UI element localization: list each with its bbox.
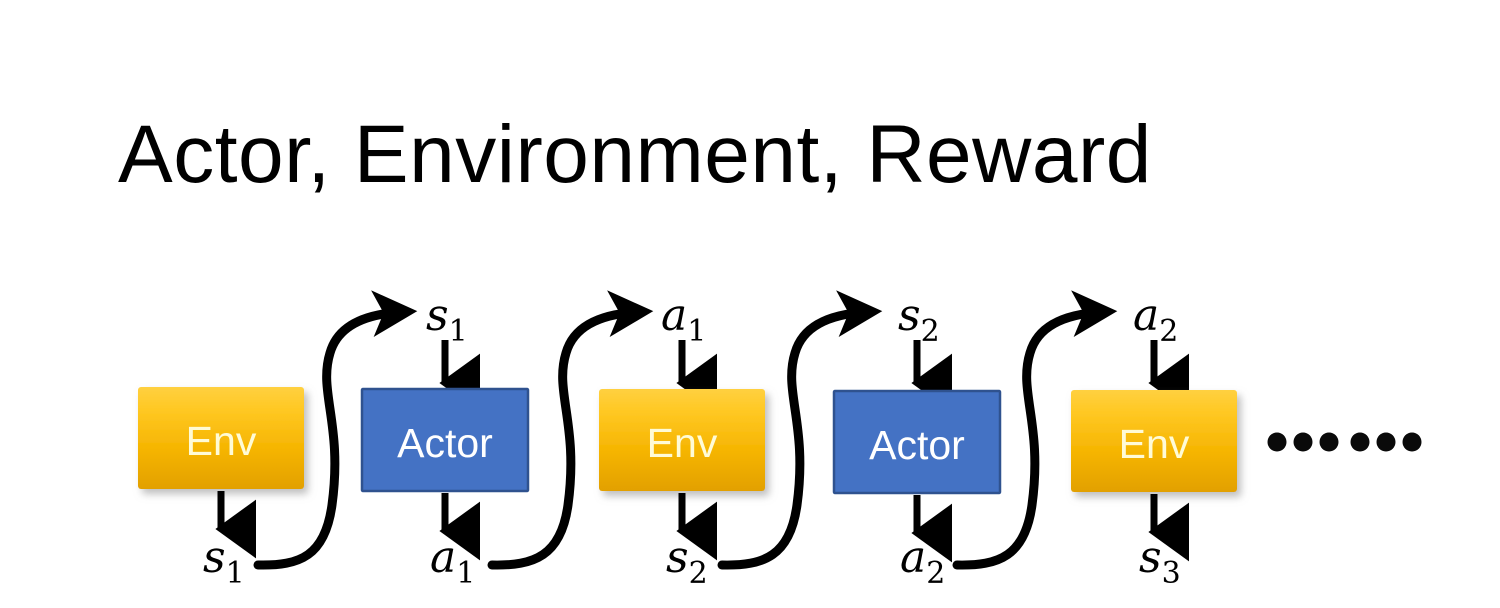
pipeline-boxes: Env Actor Env Actor Env — [138, 387, 1237, 495]
box-env-2-rect[interactable] — [599, 389, 765, 491]
curve-a1-to-env2 — [487, 290, 654, 570]
sequence-continues-ellipsis — [1267, 432, 1422, 452]
box-env-3-label: Env — [1119, 421, 1190, 467]
ellipsis-dot — [1293, 432, 1313, 452]
label-top-s1: s1 — [426, 290, 468, 349]
label-top-s2: s2 — [898, 290, 940, 349]
label-bottom-s2: s2 — [666, 532, 708, 591]
ellipsis-dot — [1319, 432, 1339, 452]
ellipsis-dot — [1402, 432, 1422, 452]
ellipsis-dot — [1350, 432, 1370, 452]
box-env-1-label: Env — [186, 418, 257, 464]
downward-arrows-out-of-boxes — [215, 491, 1189, 563]
label-top-a1: a1 — [661, 290, 706, 349]
box-env-2-label: Env — [647, 420, 718, 466]
box-env-3-rect[interactable] — [1071, 390, 1237, 492]
top-signal-labels: s1 a1 s2 a2 — [426, 290, 1178, 349]
feedback-curves — [253, 290, 1118, 570]
box-actor-1-rect[interactable] — [360, 387, 530, 493]
curve-s2-to-actor2 — [717, 290, 883, 570]
curve-s1-to-actor1 — [253, 290, 418, 570]
label-bottom-a2: a2 — [900, 532, 945, 591]
label-bottom-a1: a1 — [430, 532, 475, 591]
ellipsis-dot — [1267, 432, 1287, 452]
box-actor-1[interactable]: Actor — [360, 387, 530, 493]
box-actor-1-label: Actor — [397, 420, 493, 466]
box-env-2[interactable]: Env — [599, 389, 765, 491]
box-actor-2-rect[interactable] — [832, 389, 1002, 495]
label-bottom-s3: s3 — [1139, 532, 1181, 591]
downward-arrows-into-boxes — [439, 340, 1189, 413]
curve-a2-to-env3 — [952, 290, 1118, 570]
box-env-1-rect[interactable] — [138, 387, 304, 489]
box-env-3[interactable]: Env — [1071, 390, 1237, 492]
ellipsis-dot — [1376, 432, 1396, 452]
bottom-signal-labels: s1 a1 s2 a2 s3 — [203, 532, 1181, 591]
label-top-a2: a2 — [1133, 290, 1178, 349]
box-actor-2[interactable]: Actor — [832, 389, 1002, 495]
box-env-1[interactable]: Env — [138, 387, 304, 489]
box-actor-2-label: Actor — [869, 422, 965, 468]
label-bottom-s1: s1 — [203, 532, 245, 591]
page-title: Actor, Environment, Reward — [118, 109, 1152, 200]
